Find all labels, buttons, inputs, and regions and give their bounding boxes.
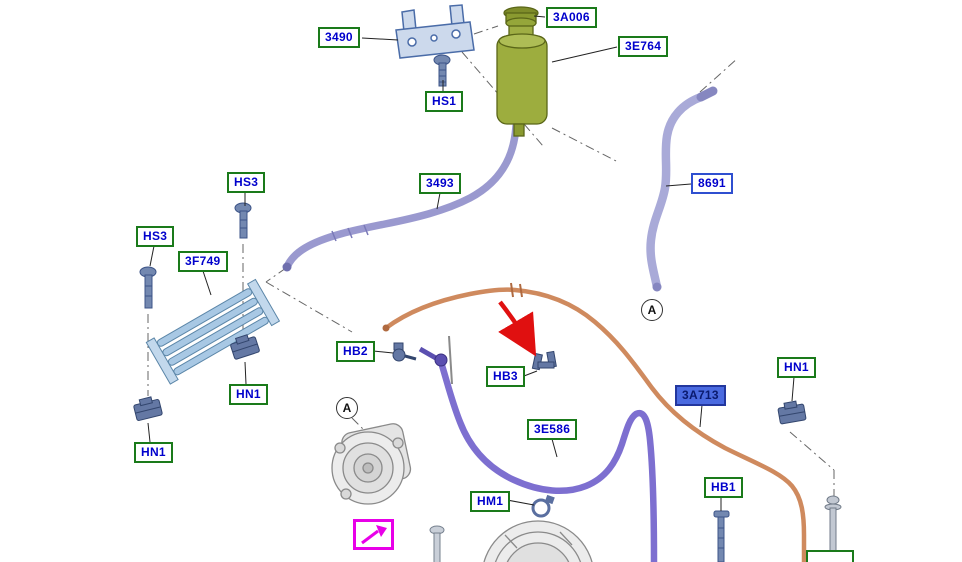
clip-HN1-left [133,396,163,421]
callout-3A713[interactable]: 3A713 [675,385,726,406]
clamp-HM1 [531,494,555,518]
clip-HN1-right [777,400,807,425]
bolt-misc-center [429,525,445,562]
callout-HN1-mid[interactable]: HN1 [229,384,268,405]
callout-HM1[interactable]: HM1 [470,491,511,512]
reservoir-3E764 [496,6,548,137]
callout-HN1-left[interactable]: HN1 [134,442,173,463]
callout-3A006[interactable]: 3A006 [546,7,597,28]
nav-arrow-box[interactable] [353,519,394,550]
line-3A713 [382,282,807,562]
bracket-3490 [395,4,475,59]
view-marker-a-top: A [641,299,663,321]
callout-3E586[interactable]: 3E586 [527,419,578,440]
magenta-arrow-icon [361,525,387,545]
hose-3E586 [418,335,658,562]
fitting-HB3 [531,350,557,371]
clip-HN1-mid [230,334,260,360]
callout-HN1-right[interactable]: HN1 [777,357,816,378]
bolt-HS3-top [234,202,252,239]
partial-label-box [806,550,854,562]
hose-3493 [282,122,520,272]
callout-HS3-left[interactable]: HS3 [136,226,175,247]
leader-lines [147,15,795,511]
view-marker-a-pump: A [336,397,358,419]
centerlines [147,25,835,548]
callout-3493[interactable]: 3493 [419,173,461,194]
steering-pump [331,423,412,505]
red-arrow [498,300,537,357]
fitting-HB2 [392,342,417,362]
callout-HB1[interactable]: HB1 [704,477,743,498]
callout-8691[interactable]: 8691 [691,173,733,194]
cooler-3F749 [145,278,281,385]
bolt-HS1 [433,54,451,87]
callout-3490[interactable]: 3490 [318,27,360,48]
bolt-HS3-left [139,266,157,309]
callout-HB2[interactable]: HB2 [336,341,375,362]
callout-HS3-top[interactable]: HS3 [227,172,266,193]
cap-3A006 [503,6,539,20]
callout-3E764[interactable]: 3E764 [618,36,669,57]
callout-HS1[interactable]: HS1 [425,91,464,112]
callout-HB3[interactable]: HB3 [486,366,525,387]
callout-3F749[interactable]: 3F749 [178,251,228,272]
pulley [483,520,593,562]
bolt-HB1 [713,510,730,562]
